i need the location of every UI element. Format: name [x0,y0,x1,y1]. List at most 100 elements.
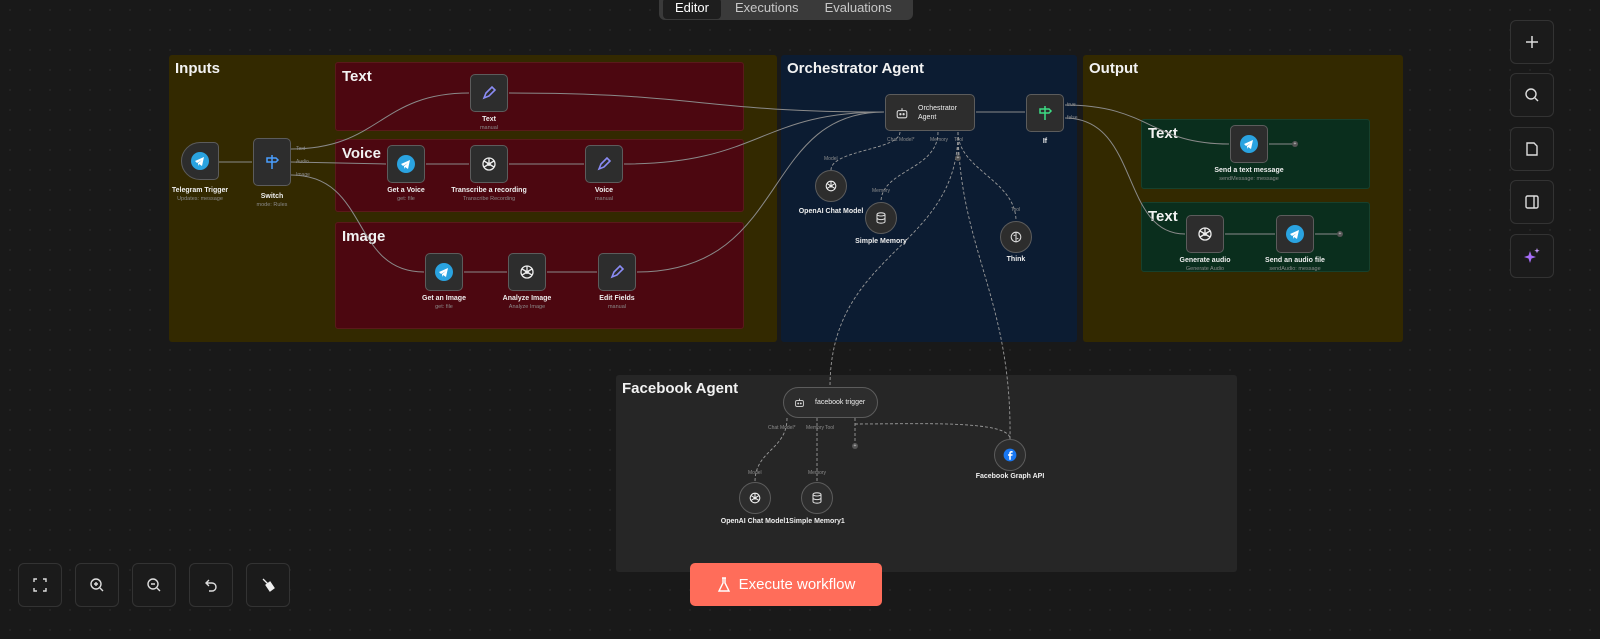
output-label: Text [296,146,306,152]
add-node-button[interactable]: + [1337,231,1343,237]
robot-icon [894,105,910,121]
fit-view-button[interactable] [18,563,62,607]
telegram-icon [396,154,416,174]
add-tool-button[interactable]: + [852,443,858,449]
group-title: Text [1148,208,1178,225]
port-label: Chat Model* [887,137,915,143]
node-label: Facebook Graph API [975,473,1045,480]
node-subtitle: manual [479,125,499,131]
node-label: Generate audio [1179,257,1231,264]
node-think[interactable] [1000,221,1032,253]
node-label: Edit Fields [599,295,635,302]
robot-icon [793,396,806,409]
port-label: Tool [825,425,835,431]
zoom-in-icon [90,578,104,592]
tab-executions[interactable]: Executions [734,0,799,15]
group-title: Orchestrator Agent [787,60,924,77]
node-simple-memory1[interactable] [801,482,833,514]
database-icon [809,490,825,506]
brain-icon [1008,229,1024,245]
group-title: Inputs [175,60,220,77]
search-button[interactable] [1510,73,1554,117]
node-subtitle: manual [607,304,627,310]
node-subtitle: mode: Rules [256,202,288,208]
flask-icon [717,576,730,592]
toggle-panel-button[interactable] [1510,180,1554,224]
node-label: Telegram Trigger [171,187,229,194]
node-label: Send a text message [1214,167,1284,174]
node-label: If [1042,138,1048,145]
sticky-facebook-agent[interactable]: Facebook Agent [616,375,1237,572]
add-node-panel-button[interactable] [1510,20,1554,64]
tidy-up-button[interactable] [246,563,290,607]
tab-editor[interactable]: Editor [663,0,721,19]
undo-button[interactable] [189,563,233,607]
port-label: Model [824,156,838,162]
node-send-text-message[interactable]: Send a text message sendMessage: message [1214,125,1284,182]
switch-icon [262,152,282,172]
node-analyze-image[interactable]: Analyze Image Analyze Image [503,253,551,310]
output-label: true [1067,102,1076,108]
node-voice[interactable]: Voice manual [585,145,623,202]
node-subtitle: Updates: message [177,196,223,202]
node-text[interactable]: Text manual [470,74,508,131]
node-label: OpenAI Chat Model1 [720,518,790,525]
facebook-icon [1002,447,1018,463]
view-tabs: Editor Executions Evaluations [659,0,913,20]
node-transcribe-recording[interactable]: Transcribe a recording Transcribe Record… [451,145,527,202]
node-subtitle: Analyze Image [508,304,546,310]
node-openai-chat-model1[interactable] [739,482,771,514]
group-title: Voice [342,145,381,162]
port-label: Chat Model* [768,425,796,431]
node-get-an-image[interactable]: Get an Image get: file [422,253,466,310]
node-if[interactable]: If [1026,94,1064,145]
ai-assistant-button[interactable] [1510,234,1554,278]
node-edit-fields[interactable]: Edit Fields manual [598,253,636,310]
node-label: Get an Image [422,295,466,302]
node-facebook-graph-api[interactable] [994,439,1026,471]
sticky-output[interactable]: Output [1083,55,1403,342]
node-label: OpenAI Chat Model [798,208,864,215]
node-generate-audio[interactable]: Generate audio Generate Audio [1180,215,1230,272]
openai-icon [1195,224,1215,244]
node-get-a-voice[interactable]: Get a Voice get: file [387,145,425,202]
add-node-button[interactable]: + [1292,141,1298,147]
node-facebook-trigger[interactable]: facebook trigger [783,387,878,418]
group-title: Image [342,228,386,245]
pencil-icon [607,262,627,282]
zoom-out-icon [147,578,161,592]
port-label: Memory [808,470,827,476]
add-tool-button[interactable]: + [955,155,961,161]
sticky-note-button[interactable] [1510,127,1554,171]
node-openai-chat-model[interactable] [815,170,847,202]
port-label: Memory [806,425,825,431]
telegram-icon [1285,224,1305,244]
node-label: Switch [260,193,284,200]
node-simple-memory[interactable] [865,202,897,234]
node-switch[interactable]: Switch mode: Rules [253,138,291,208]
port-label: Model [748,470,762,476]
openai-icon [823,178,839,194]
sticky-note-icon [1526,142,1538,156]
node-send-audio-file[interactable]: Send an audio file sendAudio: message [1265,215,1325,272]
node-subtitle: manual [594,196,614,202]
node-label: Simple Memory1 [789,518,845,525]
group-title: Text [342,68,372,85]
port-label: Memory [930,137,949,143]
port-label: Memory [872,188,891,194]
zoom-out-button[interactable] [132,563,176,607]
output-label: Image [296,172,310,178]
node-label: Analyze Image [502,295,552,302]
output-label: Audio [296,159,309,165]
node-subtitle: sendMessage: message [1219,176,1279,182]
search-icon [1525,88,1539,102]
tab-evaluations[interactable]: Evaluations [824,0,892,15]
zoom-in-button[interactable] [75,563,119,607]
node-telegram-trigger[interactable]: Telegram Trigger Updates: message [172,142,228,202]
node-orchestrator-agent[interactable]: Orchestrator Agent [885,94,975,131]
node-label: Orchestrator Agent [918,104,957,121]
node-label: Simple Memory [855,238,907,245]
node-subtitle: get: file [397,196,415,202]
execute-workflow-button[interactable]: Execute workflow [690,563,882,606]
node-subtitle: sendAudio: message [1269,266,1321,272]
